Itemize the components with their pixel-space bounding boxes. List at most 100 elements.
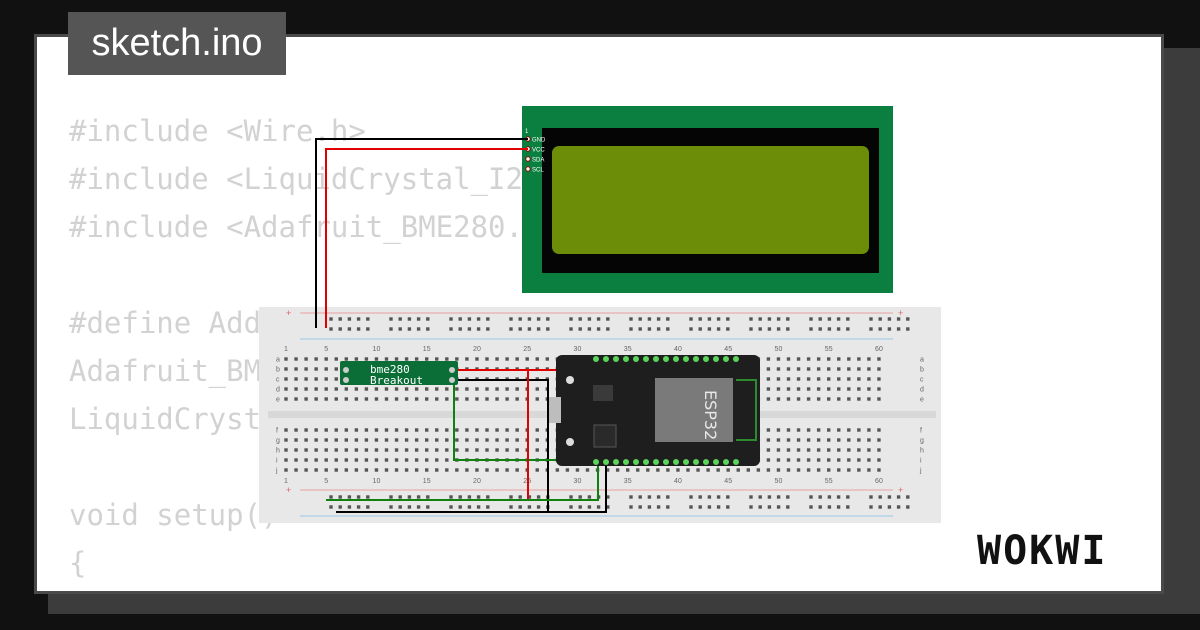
breadboard-hole bbox=[465, 438, 469, 442]
row-letter: c bbox=[920, 377, 924, 384]
breadboard-hole bbox=[776, 468, 781, 472]
breadboard-hole bbox=[796, 438, 801, 442]
wire-green-rail[interactable] bbox=[326, 465, 599, 501]
breadboard-hole bbox=[304, 438, 308, 442]
breadboard-hole bbox=[475, 438, 479, 442]
column-number: 10 bbox=[373, 346, 381, 353]
breadboard-hole bbox=[414, 438, 419, 442]
wire-red-lcd-vcc[interactable] bbox=[325, 148, 528, 328]
rail-plus-right: + bbox=[898, 308, 903, 318]
breadboard-hole bbox=[809, 317, 813, 321]
breadboard-hole bbox=[445, 397, 449, 401]
breadboard-hole bbox=[767, 327, 772, 331]
breadboard-hole bbox=[827, 327, 832, 331]
breadboard-hole bbox=[344, 438, 348, 442]
breadboard-hole bbox=[647, 327, 652, 331]
breadboard-hole bbox=[569, 327, 573, 331]
breadboard-hole bbox=[535, 448, 539, 452]
breadboard-hole bbox=[767, 317, 772, 321]
breadboard-hole bbox=[435, 438, 439, 442]
breadboard-hole bbox=[515, 438, 519, 442]
breadboard-hole bbox=[806, 357, 811, 361]
breadboard-hole bbox=[887, 317, 892, 321]
breadboard-hole bbox=[776, 505, 781, 509]
bme280-sensor[interactable]: bme280 Breakout bbox=[340, 361, 458, 387]
breadboard-hole bbox=[394, 468, 399, 472]
breadboard-hole bbox=[394, 458, 399, 462]
breadboard-hole bbox=[314, 357, 318, 361]
breadboard-hole bbox=[284, 428, 288, 432]
breadboard-hole bbox=[304, 428, 308, 432]
breadboard-hole bbox=[786, 357, 791, 361]
breadboard-hole bbox=[766, 377, 771, 381]
breadboard-hole bbox=[356, 327, 361, 331]
breadboard-hole bbox=[284, 397, 288, 401]
breadboard-hole bbox=[816, 468, 821, 472]
breadboard-hole bbox=[878, 495, 882, 499]
esp32-pin bbox=[683, 459, 689, 465]
breadboard-hole bbox=[816, 377, 821, 381]
breadboard-hole bbox=[404, 438, 409, 442]
breadboard-hole bbox=[445, 468, 449, 472]
breadboard-hole bbox=[716, 317, 721, 321]
breadboard-hole bbox=[366, 327, 370, 331]
breadboard-hole bbox=[906, 327, 910, 331]
breadboard-hole bbox=[384, 357, 389, 361]
breadboard-hole bbox=[666, 505, 670, 509]
breadboard-hole bbox=[495, 428, 499, 432]
breadboard-hole bbox=[384, 397, 389, 401]
breadboard-hole bbox=[837, 377, 841, 381]
code-line: { bbox=[69, 546, 87, 580]
wire-black-rail[interactable] bbox=[548, 465, 607, 513]
breadboard-hole bbox=[334, 448, 338, 452]
breadboard-hole bbox=[404, 468, 409, 472]
breadboard-hole bbox=[505, 387, 509, 391]
breadboard-hole bbox=[869, 317, 873, 321]
breadboard-hole bbox=[486, 327, 490, 331]
breadboard-hole bbox=[837, 357, 841, 361]
file-tab[interactable]: sketch.ino bbox=[68, 12, 286, 75]
button-boot[interactable] bbox=[566, 376, 574, 384]
breadboard-hole bbox=[587, 505, 592, 509]
breadboard-hole bbox=[314, 397, 318, 401]
breadboard-hole bbox=[314, 387, 318, 391]
breadboard-hole bbox=[596, 505, 601, 509]
breadboard-hole bbox=[638, 495, 642, 499]
breadboard-hole bbox=[827, 448, 831, 452]
breadboard-hole bbox=[407, 505, 412, 509]
breadboard-hole bbox=[816, 458, 821, 462]
esp32-board[interactable]: ESP32 bbox=[549, 355, 760, 466]
breadboard-hole bbox=[344, 387, 348, 391]
breadboard-hole bbox=[545, 357, 549, 361]
breadboard-hole bbox=[476, 505, 481, 509]
breadboard-hole bbox=[847, 458, 851, 462]
breadboard-hole bbox=[818, 505, 822, 509]
wire-black-lcd-gnd[interactable] bbox=[315, 138, 528, 328]
breadboard-hole bbox=[324, 387, 328, 391]
button-reset[interactable] bbox=[566, 438, 574, 446]
breadboard-hole bbox=[364, 428, 369, 432]
breadboard-hole bbox=[465, 387, 469, 391]
column-number: 50 bbox=[775, 478, 783, 485]
breadboard-hole bbox=[716, 468, 720, 472]
sensor-pin bbox=[449, 367, 455, 373]
breadboard-hole bbox=[847, 448, 851, 452]
breadboard-hole bbox=[475, 468, 479, 472]
breadboard-hole bbox=[398, 317, 402, 321]
breadboard-hole bbox=[344, 397, 348, 401]
breadboard-hole bbox=[887, 327, 892, 331]
breadboard-hole bbox=[535, 357, 539, 361]
breadboard-hole bbox=[384, 428, 389, 432]
breadboard-hole bbox=[425, 458, 429, 462]
breadboard-hole bbox=[786, 448, 791, 452]
breadboard-hole bbox=[465, 357, 469, 361]
breadboard-hole bbox=[689, 327, 693, 331]
column-number: 50 bbox=[775, 346, 783, 353]
breadboard-hole bbox=[536, 505, 541, 509]
breadboard-hole bbox=[896, 495, 901, 499]
breadboard-hole bbox=[314, 458, 318, 462]
rail-plus-left-bottom: + bbox=[286, 485, 291, 495]
breadboard-hole bbox=[495, 397, 499, 401]
breadboard-hole bbox=[354, 397, 359, 401]
